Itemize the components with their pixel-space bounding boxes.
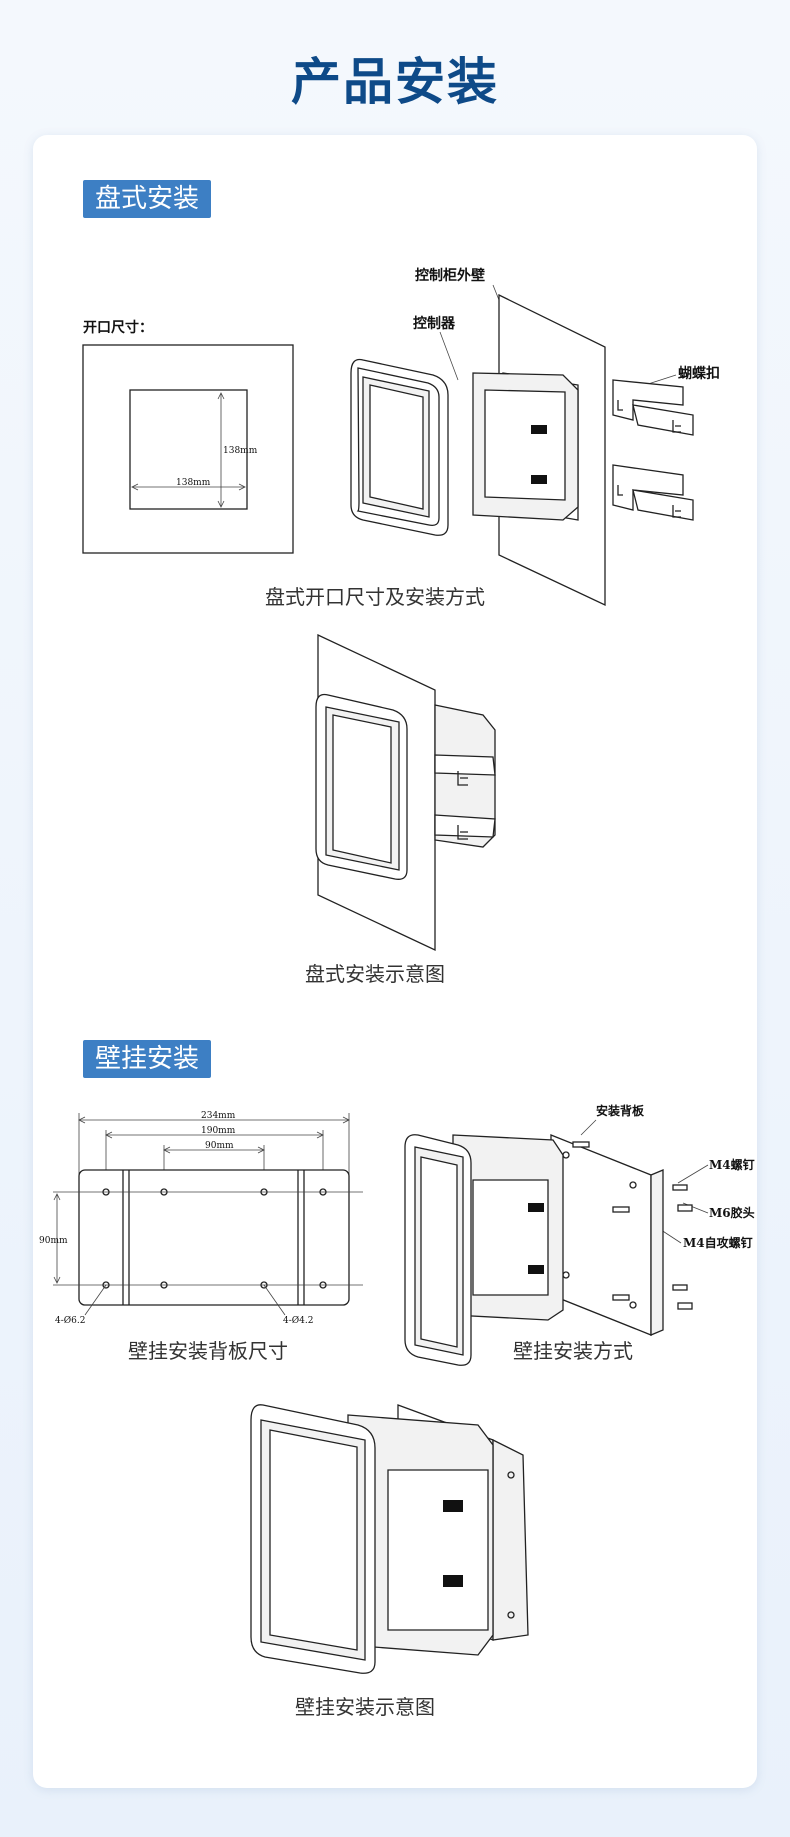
backplate-dimension-drawing: 234mm 190mm 90mm 90mm 4-Ø6.2 4-Ø4.2 — [39, 1111, 363, 1326]
cutout-label: 开口尺寸： — [83, 319, 153, 336]
label-controller: 控制器 — [413, 315, 456, 332]
label-m4-self-tapping: M4自攻螺钉 — [683, 1235, 753, 1250]
caption-wall-diagram: 壁挂安装示意图 — [295, 1695, 435, 1719]
hole-label-left: 4-Ø6.2 — [55, 1315, 85, 1326]
label-m6-plug: M6胶头 — [709, 1205, 755, 1220]
caption-panel-method: 盘式开口尺寸及安装方式 — [265, 585, 485, 609]
label-backplate: 安装背板 — [596, 1103, 645, 1118]
caption-panel-diagram: 盘式安装示意图 — [305, 962, 445, 986]
label-clip: 蝴蝶扣 — [678, 365, 720, 382]
caption-backplate: 壁挂安装背板尺寸 — [128, 1339, 288, 1363]
wall-install-drawing: 安装背板 M4螺钉 M6胶头 M4自攻螺钉 — [404, 1103, 755, 1366]
page-title: 产品安装 — [291, 53, 499, 111]
label-m4-screw: M4螺钉 — [709, 1157, 755, 1172]
label-cabinet-wall: 控制柜外壁 — [415, 267, 485, 284]
hole-label-right: 4-Ø4.2 — [283, 1315, 313, 1326]
section-tag-wall-mount: 壁挂安装 — [83, 1040, 212, 1078]
wall-assembled-drawing — [250, 1404, 529, 1674]
cutout-dimension-drawing: 开口尺寸： 138mm 138mm — [82, 319, 294, 554]
content-card: 盘式安装 开口尺寸： 138mm 138mm 控制柜外壁 控制器 蝴蝶扣 — [33, 135, 757, 1788]
caption-wall-method: 壁挂安装方式 — [513, 1339, 633, 1363]
dim-90-vertical: 90mm — [39, 1236, 68, 1246]
dim-90-horizontal: 90mm — [205, 1141, 234, 1151]
dim-190: 190mm — [201, 1126, 236, 1136]
dim-234: 234mm — [201, 1111, 236, 1121]
section-tag-panel-mount: 盘式安装 — [83, 180, 212, 218]
panel-install-drawing: 控制柜外壁 控制器 蝴蝶扣 — [350, 267, 720, 607]
cutout-height-dim: 138mm — [223, 446, 258, 456]
cutout-width-dim: 138mm — [176, 478, 211, 488]
panel-assembled-drawing — [315, 633, 496, 952]
